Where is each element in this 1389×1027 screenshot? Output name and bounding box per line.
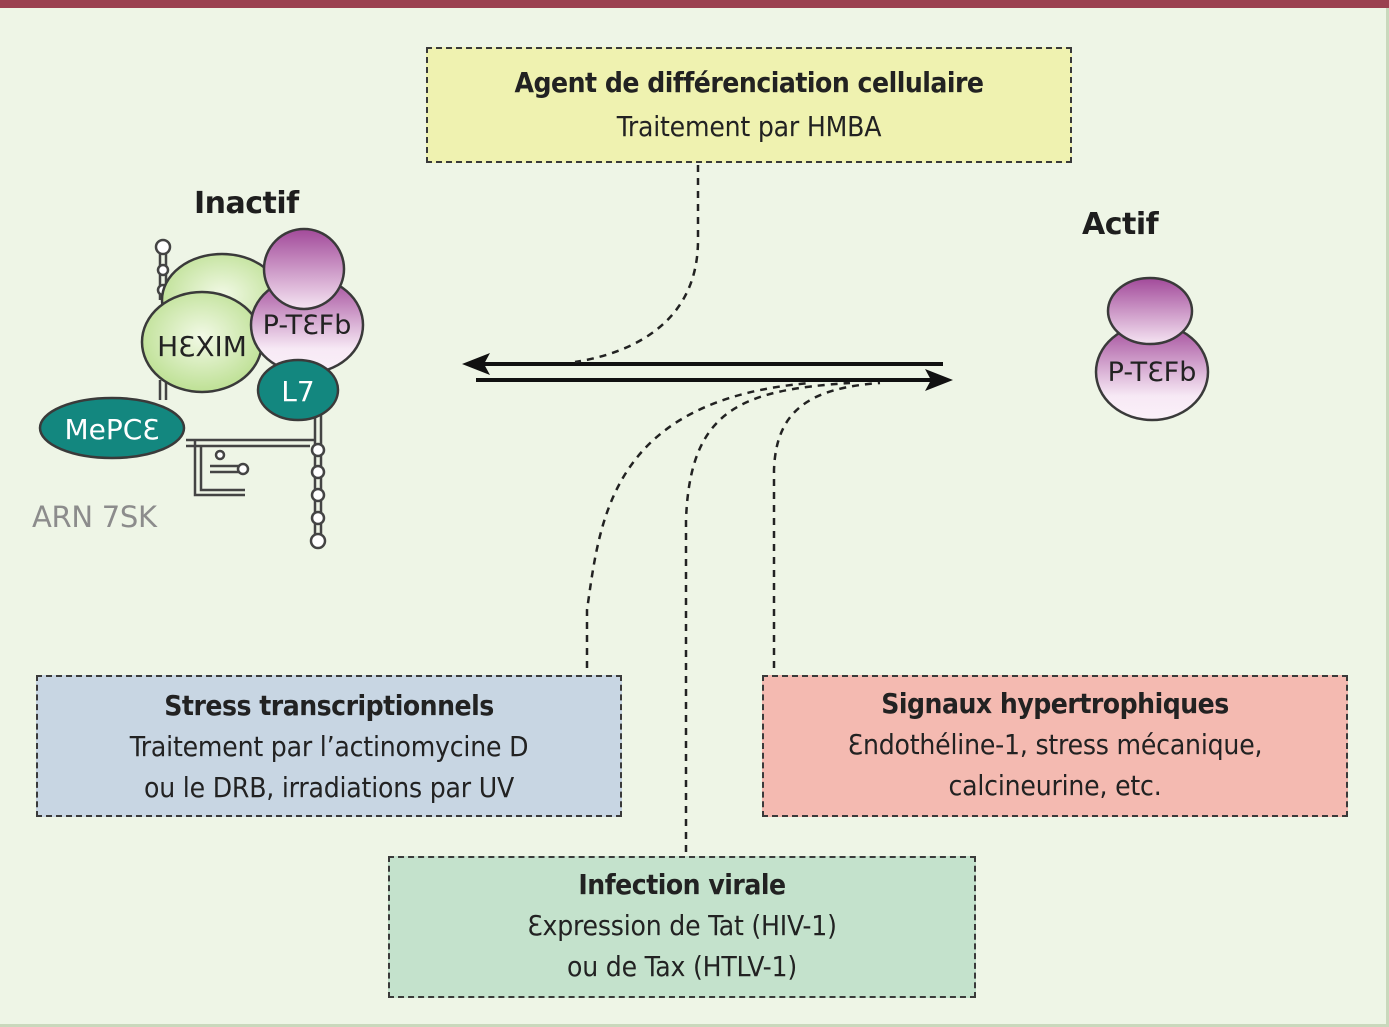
- viral-infection-box: Infection virale Ɛxpression de Tat (HIV-…: [388, 856, 976, 998]
- arrowhead-right-icon: [925, 369, 953, 391]
- ptefb-inactive-label: P-TƐFb: [263, 310, 352, 341]
- equilibrium-arrows: [462, 353, 953, 391]
- frame-edge-right: [1386, 8, 1389, 1027]
- viral-infection-line: ou de Tax (HTLV-1): [567, 950, 797, 983]
- frame-edge-bottom: [0, 1024, 1389, 1027]
- differentiation-agent-title: Agent de différenciation cellulaire: [514, 66, 984, 99]
- header-accent-bar: [0, 0, 1389, 8]
- hypertrophic-signals-line: Ɛndothéline-1, stress mécanique,: [847, 728, 1263, 761]
- active-state-label: Actif: [1082, 207, 1159, 242]
- differentiation-agent-line: Traitement par HMBA: [616, 110, 882, 143]
- inactive-state-label: Inactif: [194, 186, 299, 221]
- arrowhead-left-icon: [462, 353, 490, 375]
- transcriptional-stress-line: Traitement par l’actinomycine D: [129, 730, 529, 763]
- transcriptional-stress-line: ou le DRB, irradiations par UV: [144, 771, 514, 804]
- transcriptional-stress-box: Stress transcriptionnels Traitement par …: [36, 675, 622, 817]
- connector-viral: [684, 381, 851, 852]
- ptefb-active-cdk-shape: [1106, 276, 1194, 346]
- mepce-shape: [38, 396, 186, 460]
- rna-7sk-label: ARN 7SK: [32, 500, 157, 534]
- inactive-complex: HƐXIM P-TƐFb L7 MePCƐ: [38, 227, 365, 460]
- hypertrophic-signals-title: Signaux hypertrophiques: [881, 687, 1229, 720]
- connector-hmba: [574, 165, 700, 364]
- connector-hypertrophic: [772, 381, 881, 668]
- viral-infection-line: Ɛxpression de Tat (HIV-1): [527, 909, 837, 942]
- hexim-label: HƐXIM: [157, 330, 247, 363]
- differentiation-agent-box: Agent de différenciation cellulaire Trai…: [426, 47, 1072, 163]
- viral-infection-title: Infection virale: [578, 868, 786, 901]
- hypertrophic-signals-line: calcineurine, etc.: [948, 769, 1162, 802]
- l7-shape: [256, 358, 340, 422]
- active-ptefb: P-TƐFb: [1094, 276, 1210, 422]
- l7-label: L7: [281, 375, 314, 408]
- transcriptional-stress-title: Stress transcriptionnels: [164, 689, 494, 722]
- hypertrophic-signals-box: Signaux hypertrophiques Ɛndothéline-1, s…: [762, 675, 1348, 817]
- ptefb-cdk-shape: [262, 227, 346, 311]
- mepce-label: MePCƐ: [64, 413, 159, 446]
- ptefb-active-label: P-TƐFb: [1108, 357, 1197, 388]
- connector-stress: [585, 381, 811, 668]
